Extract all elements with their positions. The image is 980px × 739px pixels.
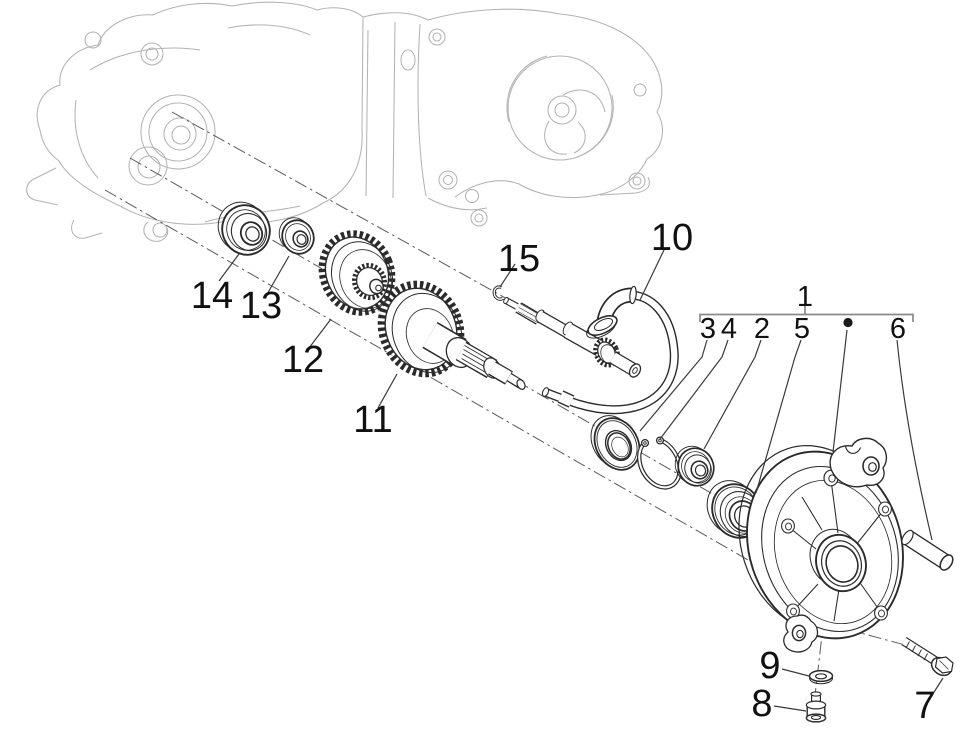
clip-part-15 xyxy=(492,285,504,301)
bearing-part-2 xyxy=(674,445,715,487)
circlip-part-4 xyxy=(637,436,682,490)
callout-label-5: 5 xyxy=(794,313,810,345)
callout-label-2: 2 xyxy=(754,313,770,345)
breather-hose-part-10 xyxy=(541,285,679,415)
bearing-part-14 xyxy=(217,201,271,256)
leader-line-14 xyxy=(218,253,240,282)
engine-case-art xyxy=(26,1,663,242)
leader-line-12 xyxy=(308,318,332,349)
callout-label-11: 11 xyxy=(353,399,392,441)
leader-line-3 xyxy=(639,339,708,432)
gear-cover-part-1 xyxy=(738,437,904,653)
cover-assembly-dot xyxy=(843,317,853,328)
leader-line-8 xyxy=(773,705,807,712)
leader-line-11 xyxy=(377,373,398,409)
bracket-line xyxy=(699,313,914,322)
oil-seal-part-3 xyxy=(590,415,641,471)
screw-part-8 xyxy=(805,691,827,723)
leader-line-6 xyxy=(896,339,933,541)
leader-line-dot xyxy=(832,329,848,453)
callout-label-9: 9 xyxy=(759,645,780,687)
flange-bolt-part-7 xyxy=(901,636,954,677)
axis-drain-screw xyxy=(813,617,825,705)
callout-label-13: 13 xyxy=(240,285,282,327)
washer-part-9 xyxy=(808,669,834,685)
bearing-part-13 xyxy=(278,217,315,255)
callout-label-8: 8 xyxy=(751,683,772,725)
drive-pinion-shaft xyxy=(503,296,642,378)
callout-label-7: 7 xyxy=(914,685,935,727)
callout-label-4: 4 xyxy=(721,313,737,345)
callout-label-6: 6 xyxy=(890,313,906,345)
leader-lines xyxy=(218,249,944,712)
output-gear-shaft-part-11 xyxy=(377,280,526,390)
callout-label-15: 15 xyxy=(498,238,540,280)
callout-label-12: 12 xyxy=(282,339,324,381)
leader-line-4 xyxy=(659,339,729,440)
callout-labels: 14 13 12 11 15 10 1 3 4 2 5 6 9 8 7 xyxy=(191,217,936,727)
axis-lower xyxy=(104,189,763,569)
dowel-pin-part-6 xyxy=(901,529,954,571)
leader-line-5 xyxy=(755,339,802,494)
callout-label-3: 3 xyxy=(700,313,716,345)
leader-line-13 xyxy=(265,255,290,297)
leader-line-7 xyxy=(928,677,944,701)
callout-label-14: 14 xyxy=(191,275,233,317)
callout-bracket-group-1 xyxy=(699,304,914,328)
leader-line-9 xyxy=(781,668,810,677)
double-gear-part-12 xyxy=(318,230,396,316)
leader-line-15 xyxy=(499,263,516,288)
leader-line-2 xyxy=(703,339,762,450)
callout-label-10: 10 xyxy=(651,217,693,259)
callout-label-1: 1 xyxy=(797,281,813,313)
leader-line-10 xyxy=(639,249,665,301)
